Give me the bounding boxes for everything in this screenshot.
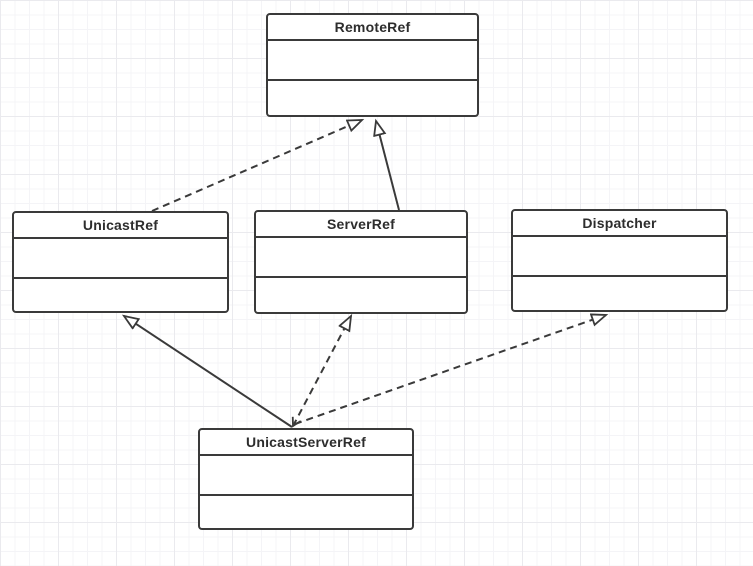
edge-serverref-to-remoteref-generalization[interactable] [376, 121, 400, 211]
methods-compartment[interactable] [200, 496, 412, 528]
edge-unicastserverref-to-dispatcher-realization[interactable] [294, 315, 606, 425]
class-box-remoteref[interactable]: RemoteRef [266, 13, 479, 117]
methods-compartment[interactable] [14, 279, 227, 311]
attributes-compartment[interactable] [268, 41, 477, 81]
methods-compartment[interactable] [513, 277, 726, 310]
class-box-unicastref[interactable]: UnicastRef [12, 211, 229, 313]
methods-compartment[interactable] [268, 81, 477, 115]
class-box-dispatcher[interactable]: Dispatcher [511, 209, 728, 312]
class-title-remoteref: RemoteRef [268, 15, 477, 41]
methods-compartment[interactable] [256, 278, 466, 312]
edge-unicastserverref-to-serverref-realization[interactable] [293, 316, 351, 426]
attributes-compartment[interactable] [200, 456, 412, 496]
class-title-unicastserverref: UnicastServerRef [200, 430, 412, 456]
class-box-unicastserverref[interactable]: UnicastServerRef [198, 428, 414, 530]
class-title-dispatcher: Dispatcher [513, 211, 726, 237]
attributes-compartment[interactable] [513, 237, 726, 277]
class-box-serverref[interactable]: ServerRef [254, 210, 468, 314]
attributes-compartment[interactable] [256, 238, 466, 278]
class-title-serverref: ServerRef [256, 212, 466, 238]
attributes-compartment[interactable] [14, 239, 227, 279]
edge-unicastref-to-remoteref-realization[interactable] [151, 120, 362, 212]
class-title-unicastref: UnicastRef [14, 213, 227, 239]
edge-unicastserverref-to-unicastref-generalization[interactable] [124, 316, 293, 428]
